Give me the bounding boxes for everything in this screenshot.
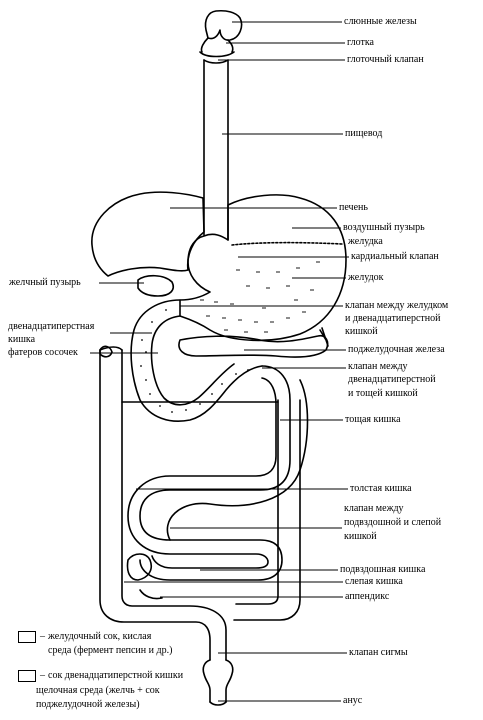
label-cardiac-valve: кардиальный клапан <box>351 251 439 262</box>
label-anus: анус <box>343 695 363 706</box>
ileum-loop <box>166 379 309 541</box>
stomach-shape <box>179 194 347 342</box>
legend-gastric-1: желудочный сок, кислая <box>48 631 152 642</box>
legend-duodenal-1: сок двенадцатиперстной кишки <box>48 670 184 681</box>
salivary-gland-shape <box>204 9 243 41</box>
colon-top <box>99 346 279 403</box>
label-pyloric-valve-3: кишкой <box>345 326 378 337</box>
anus-shape <box>209 701 227 706</box>
label-ileum: подвздошная кишка <box>340 564 426 575</box>
label-pyloric-valve-2: и двенадцатиперстной <box>345 313 441 324</box>
legend-duodenal-2: щелочная среда (желчь + сок <box>36 685 160 696</box>
stomach-dashes <box>200 261 320 333</box>
label-duojejunal-valve-3: и тощей кишкой <box>348 388 418 399</box>
legend-swatch-gastric <box>18 631 36 643</box>
label-esophagus: пищевод <box>345 128 383 139</box>
label-duojejunal-valve-1: клапан между <box>348 361 408 372</box>
small-intestine-inner <box>127 377 277 569</box>
legend-dash: – <box>40 631 45 642</box>
pancreas-tail <box>319 327 329 347</box>
duodenum-inner <box>150 315 235 406</box>
vater-papilla <box>99 345 113 358</box>
jejunum-shape <box>139 365 291 581</box>
label-salivary-glands: слюнные железы <box>344 16 417 27</box>
appendix-shape <box>139 589 163 600</box>
pharynx-shape <box>200 37 234 53</box>
duodenum-dots <box>140 309 249 413</box>
rectum-shape <box>202 659 234 703</box>
label-cecum: слепая кишка <box>345 576 403 587</box>
legend-swatch-duodenal <box>18 670 36 682</box>
pancreas-shape <box>178 334 329 358</box>
label-colon: толстая кишка <box>350 483 412 494</box>
pharyngeal-valve-shape <box>199 51 235 64</box>
label-vater-papilla: фатеров сосочек <box>8 347 78 358</box>
label-ileocecal-valve-3: кишкой <box>344 531 377 542</box>
label-stomach: желудок <box>348 272 384 283</box>
colon-shape <box>99 349 301 661</box>
label-ileocecal-valve-1: клапан между <box>344 503 404 514</box>
label-ileocecal-valve-2: подвздошной и слепой <box>344 517 442 528</box>
label-sigmoid-valve: клапан сигмы <box>349 647 408 658</box>
liver-shape <box>91 191 205 277</box>
label-liver: печень <box>339 202 368 213</box>
label-duojejunal-valve-2: двенадцатиперстной <box>348 374 436 385</box>
esophagus-shape <box>203 59 229 241</box>
duodenum-shape <box>130 299 263 422</box>
label-pyloric-valve-1: клапан между желудком <box>345 300 449 311</box>
legend-dash-2: – <box>40 670 45 681</box>
label-duodenum-2: кишка <box>8 334 36 345</box>
legend-gastric-2: среда (фермент пепсин и др.) <box>48 645 173 656</box>
label-pharynx: глотка <box>347 37 374 48</box>
label-air-bubble-2: желудка <box>348 236 383 247</box>
label-duodenum-1: двенадцатиперстная <box>8 321 95 332</box>
label-pancreas: поджелудочная железа <box>348 344 445 355</box>
leader-lines <box>90 21 349 702</box>
label-jejunum: тощая кишка <box>345 414 401 425</box>
label-air-bubble-1: воздушный пузырь <box>343 222 425 233</box>
label-appendix: аппендикс <box>345 591 390 602</box>
legend-duodenal-3: поджелудочной железы) <box>36 699 140 710</box>
label-gallbladder: желчный пузырь <box>9 277 81 288</box>
label-pharyngeal-valve: глоточный клапан <box>347 54 424 65</box>
cecum-shape <box>126 553 153 581</box>
gallbladder-shape <box>137 274 174 297</box>
air-bubble-line <box>231 241 343 246</box>
